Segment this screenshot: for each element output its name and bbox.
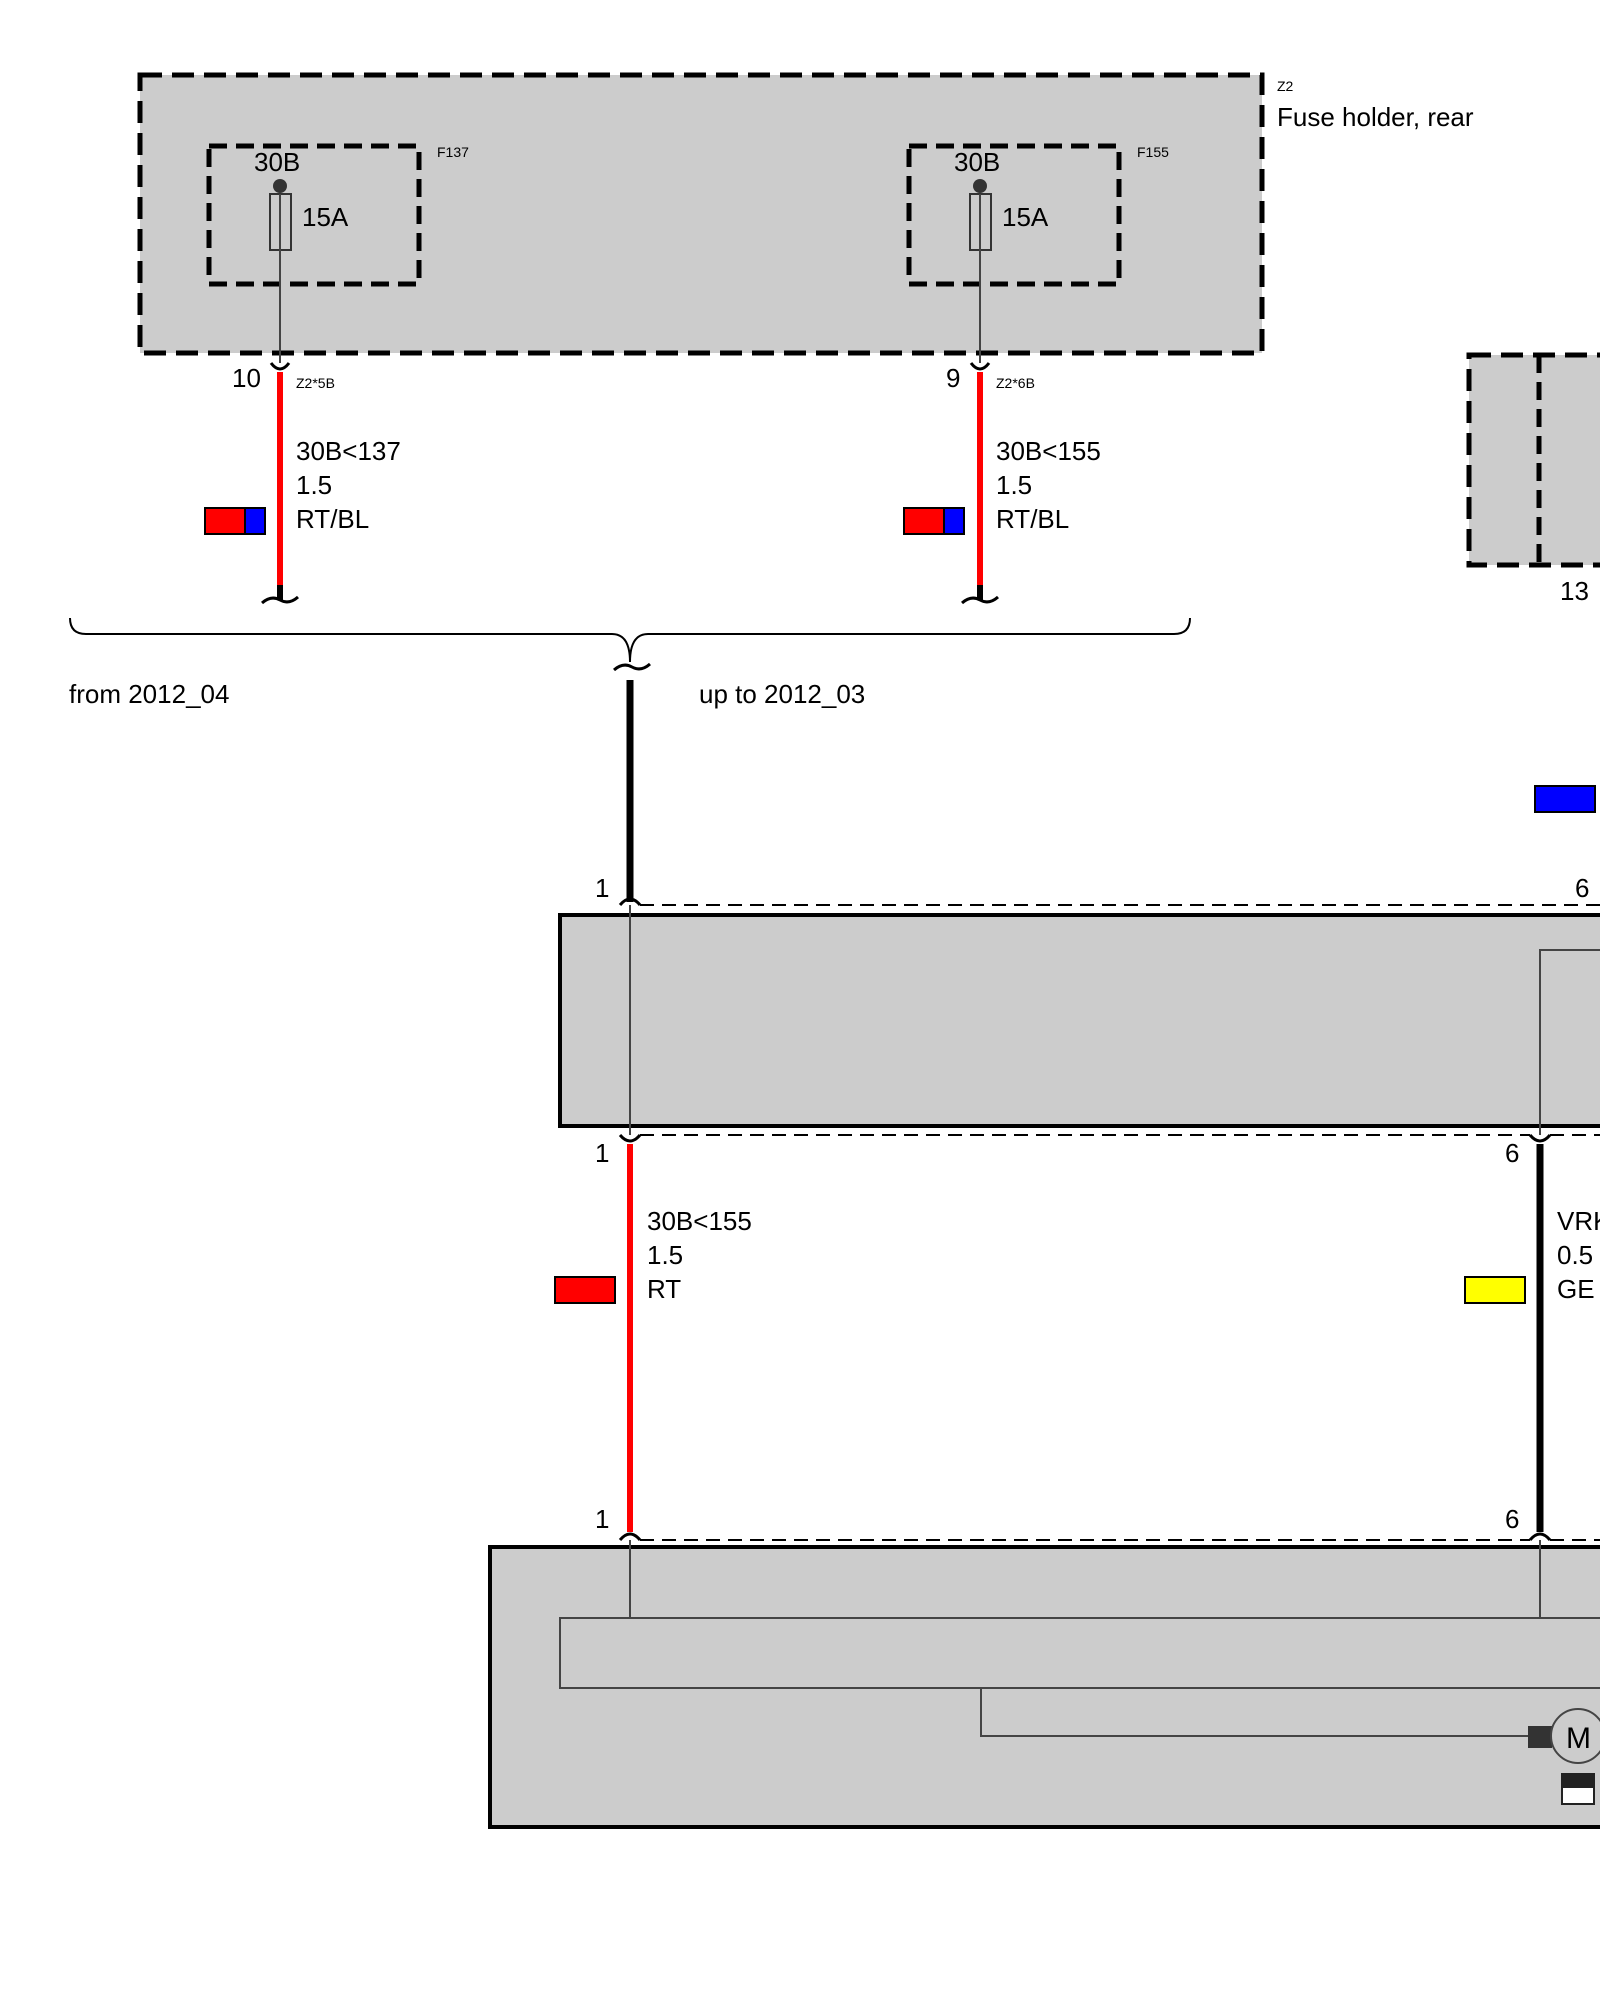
- pin-top-left: 1: [595, 873, 609, 903]
- fuse-f137-terminal: 30B: [254, 147, 300, 177]
- wire-30b-137-color: RT/BL: [296, 504, 369, 534]
- fuse-f137-node: [273, 179, 287, 193]
- wire-vrk-signal: VRK: [1557, 1206, 1600, 1236]
- pin-mid-left: 1: [595, 1138, 609, 1168]
- color-swatch-red: [554, 1276, 616, 1304]
- color-swatch-yellow: [1464, 1276, 1526, 1304]
- motor-icon: [1550, 1708, 1600, 1764]
- bottom-inner-module: [559, 1617, 1600, 1689]
- wire-30b-155-lower-color: RT: [647, 1274, 681, 1304]
- middle-component-box: [558, 913, 1600, 1128]
- wire-break-icon: [613, 662, 651, 672]
- connector-icon: [1528, 1532, 1552, 1542]
- color-swatch-blue: [1534, 785, 1596, 813]
- wire-30b-155-color: RT/BL: [996, 504, 1069, 534]
- wire-30b-155-gauge: 1.5: [996, 470, 1032, 500]
- connector-icon: [618, 1532, 642, 1542]
- fuse-f155-id: F155: [1137, 144, 1169, 160]
- connector-icon: [969, 362, 991, 371]
- wire-30b-155-signal: 30B<155: [996, 436, 1101, 466]
- switch-icon-fill: [1562, 1774, 1594, 1788]
- motor-lead: [980, 1688, 1530, 1737]
- variant-left-label: from 2012_04: [69, 679, 229, 709]
- fuse-holder-id: Z2: [1277, 78, 1294, 94]
- wire-break-icon: [261, 595, 299, 605]
- fuse-f137-rating: 15A: [302, 202, 349, 232]
- variant-brace: [69, 617, 1191, 663]
- pin-bottom-right: 6: [1505, 1504, 1519, 1534]
- connector-icon: [618, 897, 642, 907]
- wire-break-icon: [961, 595, 999, 605]
- right-partial-box: [1466, 352, 1600, 568]
- connector-z2-6b: Z2*6B: [996, 375, 1035, 391]
- connector-icon: [269, 362, 291, 371]
- wire-30b-137-signal: 30B<137: [296, 436, 401, 466]
- fuse-f155-terminal: 30B: [954, 147, 1000, 177]
- wire-vrk-color: GE: [1557, 1274, 1595, 1304]
- fuse-holder-box: [137, 72, 1265, 356]
- wire-30b-155-lower-gauge: 1.5: [647, 1240, 683, 1270]
- pin-bottom-left: 1: [595, 1504, 609, 1534]
- fuse-f155-node: [973, 179, 987, 193]
- pin-13: 13: [1560, 576, 1589, 606]
- connector-icon: [1528, 1133, 1552, 1143]
- fuse-f155-box: [906, 143, 1122, 287]
- wire-30b-155-lower-signal: 30B<155: [647, 1206, 752, 1236]
- fuse-f137-box: [206, 143, 422, 287]
- fuse-f137-id: F137: [437, 144, 469, 160]
- pin-z2-9: 9: [946, 363, 960, 393]
- connector-icon: [618, 1133, 642, 1143]
- pin-mid-right: 6: [1505, 1138, 1519, 1168]
- motor-symbol: M: [1566, 1722, 1591, 1755]
- wire-30b-137-gauge: 1.5: [296, 470, 332, 500]
- variant-right-label: up to 2012_03: [699, 679, 865, 709]
- middle-pass-through-right: [1539, 949, 1600, 1135]
- color-swatch-rt-bl: [903, 507, 965, 535]
- fuse-f155-rating: 15A: [1002, 202, 1049, 232]
- wire-vrk-gauge: 0.5: [1557, 1240, 1593, 1270]
- fuse-holder-title: Fuse holder, rear: [1277, 102, 1474, 132]
- pin-top-right: 6: [1575, 873, 1589, 903]
- pin-z2-10: 10: [232, 363, 261, 393]
- color-swatch-rt-bl: [204, 507, 266, 535]
- motor-terminal: [1528, 1726, 1552, 1748]
- connector-z2-5b: Z2*5B: [296, 375, 335, 391]
